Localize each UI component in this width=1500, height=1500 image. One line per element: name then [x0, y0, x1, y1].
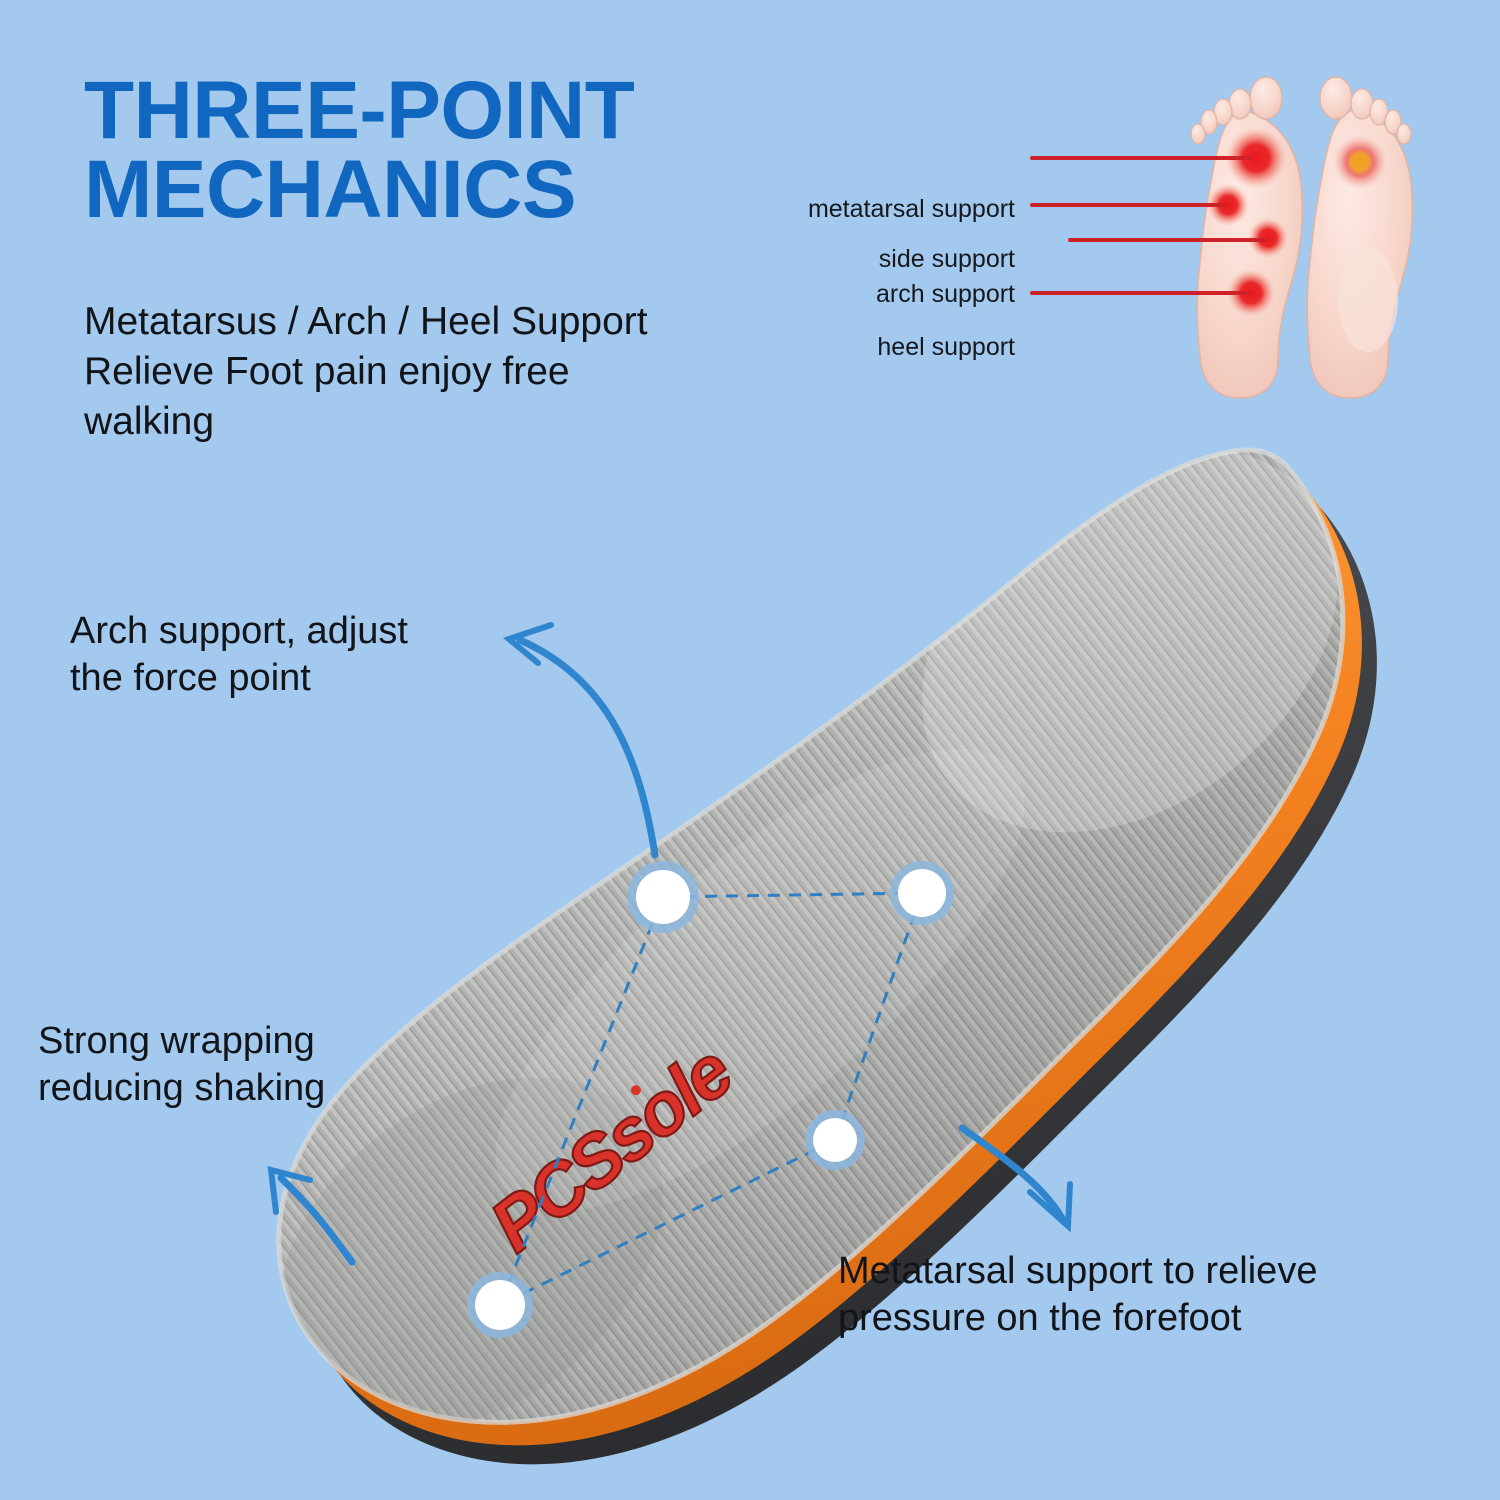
foot-label-heel: heel support — [877, 333, 1015, 361]
title-line-1: THREE-POINT — [84, 65, 635, 156]
arch-support-point[interactable] — [627, 861, 699, 933]
subtitle-line-1: Metatarsus / Arch / Heel Support — [84, 300, 648, 343]
callout-arch-line-1: Arch support, adjust — [70, 610, 408, 652]
foot-label-arch: arch support — [876, 280, 1015, 308]
forefoot-support-point[interactable] — [805, 1110, 865, 1170]
callout-wrap-line-1: Strong wrapping — [38, 1020, 315, 1062]
curved-arrow-up-left-wrap — [267, 1166, 356, 1266]
subtitle-line-3: walking — [84, 399, 215, 443]
heel-support-point[interactable] — [467, 1272, 533, 1338]
metatarsal-support-point[interactable] — [890, 861, 954, 925]
callout-strong-wrapping: Strong wrapping reducing shaking — [38, 1018, 458, 1112]
title-line-2: MECHANICS — [84, 143, 577, 235]
curved-arrow-down-meta — [958, 1124, 1073, 1233]
callout-wrap-line-2: reducing shaking — [38, 1067, 326, 1110]
page-title: THREE-POINT MECHANICS — [84, 65, 784, 235]
foot-label-side: side support — [878, 245, 1015, 273]
callout-arch-line-2: the force point — [70, 657, 311, 700]
callout-arch-support: Arch support, adjust the force point — [70, 608, 540, 702]
foot-label-metatarsal: metatarsal support — [807, 195, 1015, 223]
support-connector-lines — [498, 891, 924, 1307]
brand-logo-text: PCSsole — [475, 1029, 748, 1267]
callout-meta-line-1: Metatarsal support to relieve — [838, 1250, 1318, 1292]
foot-diagram-labels: metatarsal support side support arch sup… — [805, 55, 1445, 375]
subtitle-line-2: Relieve Foot pain enjoy free — [84, 349, 570, 393]
callout-meta-line-2: pressure on the forefoot — [838, 1297, 1242, 1340]
callout-metatarsal-support: Metatarsal support to relieve pressure o… — [838, 1248, 1458, 1342]
page-subtitle: Metatarsus / Arch / Heel Support Relieve… — [84, 297, 744, 447]
